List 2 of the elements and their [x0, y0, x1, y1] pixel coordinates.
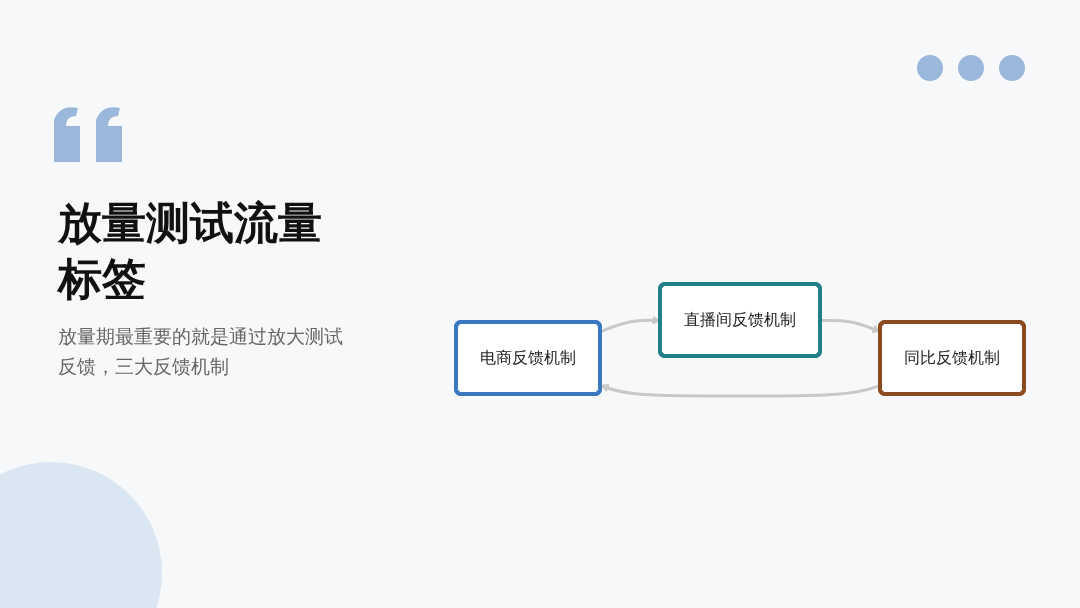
title: 放量测试流量标签 [58, 196, 323, 306]
caption: 放量期最重要的就是通过放大测试反馈，三大反馈机制 [58, 324, 344, 379]
